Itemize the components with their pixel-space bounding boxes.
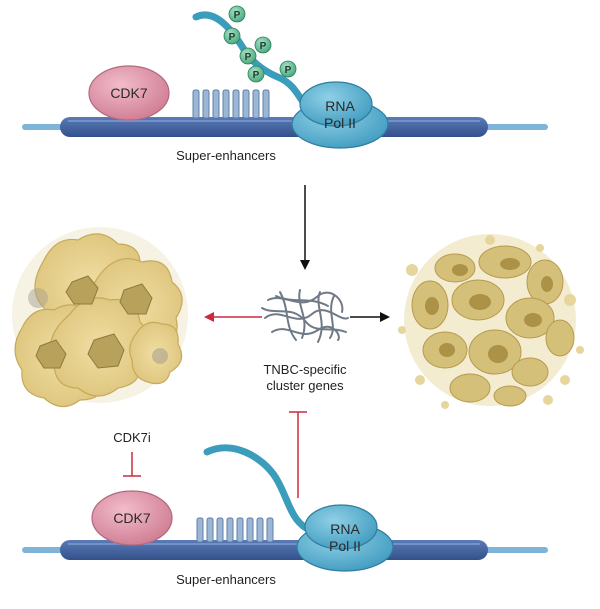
phosphate-icon: P [223, 27, 241, 45]
svg-text:P: P [234, 10, 241, 21]
tnbc-label-line1: TNBC-specific [263, 362, 347, 377]
rna-pol-label-line1-top: RNA [325, 98, 355, 114]
phosphate-groups: P P P P P P [223, 5, 297, 83]
fragmented-cells-icon [398, 234, 584, 409]
dna-strand-top [22, 117, 548, 137]
enhancer-bars-top [192, 89, 270, 119]
cdk7-label-bottom: CDK7 [113, 510, 151, 526]
dna-strand-bottom [22, 540, 548, 560]
rna-pol-ii-top: RNA Pol II [291, 81, 389, 149]
cdk7-blob-bottom: CDK7 [91, 490, 173, 546]
phosphate-icon: P [228, 5, 246, 23]
cdk7-blob-top: CDK7 [88, 65, 170, 121]
phosphate-icon: P [254, 36, 272, 54]
tangled-chromatin-icon [261, 289, 349, 343]
super-enhancers-label-bottom: Super-enhancers [176, 572, 276, 587]
svg-text:P: P [260, 41, 267, 52]
cdk7i-label: CDK7i [113, 430, 151, 445]
ctd-tail-bottom [203, 444, 310, 532]
super-enhancers-label-top: Super-enhancers [176, 148, 276, 163]
bottom-transcription-complex: CDK7 RNA Pol II Super-enhancers [22, 444, 548, 587]
top-transcription-complex: CDK7 P P P P P [22, 5, 548, 163]
svg-text:P: P [285, 65, 292, 76]
phosphate-icon: P [279, 60, 297, 78]
ctd-tail-top [192, 11, 309, 109]
tumor-cell-cluster-icon [12, 227, 188, 408]
rna-pol-label-line2-top: Pol II [324, 115, 356, 131]
phosphate-icon: P [247, 65, 265, 83]
inhibit-pol-to-genes [289, 411, 307, 498]
rna-pol-label-line1-bottom: RNA [330, 521, 360, 537]
phosphate-icon: P [239, 47, 257, 65]
cdk7-label-top: CDK7 [110, 85, 148, 101]
svg-text:P: P [253, 70, 260, 81]
svg-text:P: P [229, 32, 236, 43]
enhancer-bars-bottom [196, 517, 274, 543]
svg-text:P: P [245, 52, 252, 63]
rna-pol-ii-bottom: RNA Pol II [296, 504, 394, 572]
inhibit-cdk7i-to-cdk7 [123, 452, 141, 477]
tnbc-label-line2: cluster genes [266, 378, 344, 393]
rna-pol-label-line2-bottom: Pol II [329, 538, 361, 554]
